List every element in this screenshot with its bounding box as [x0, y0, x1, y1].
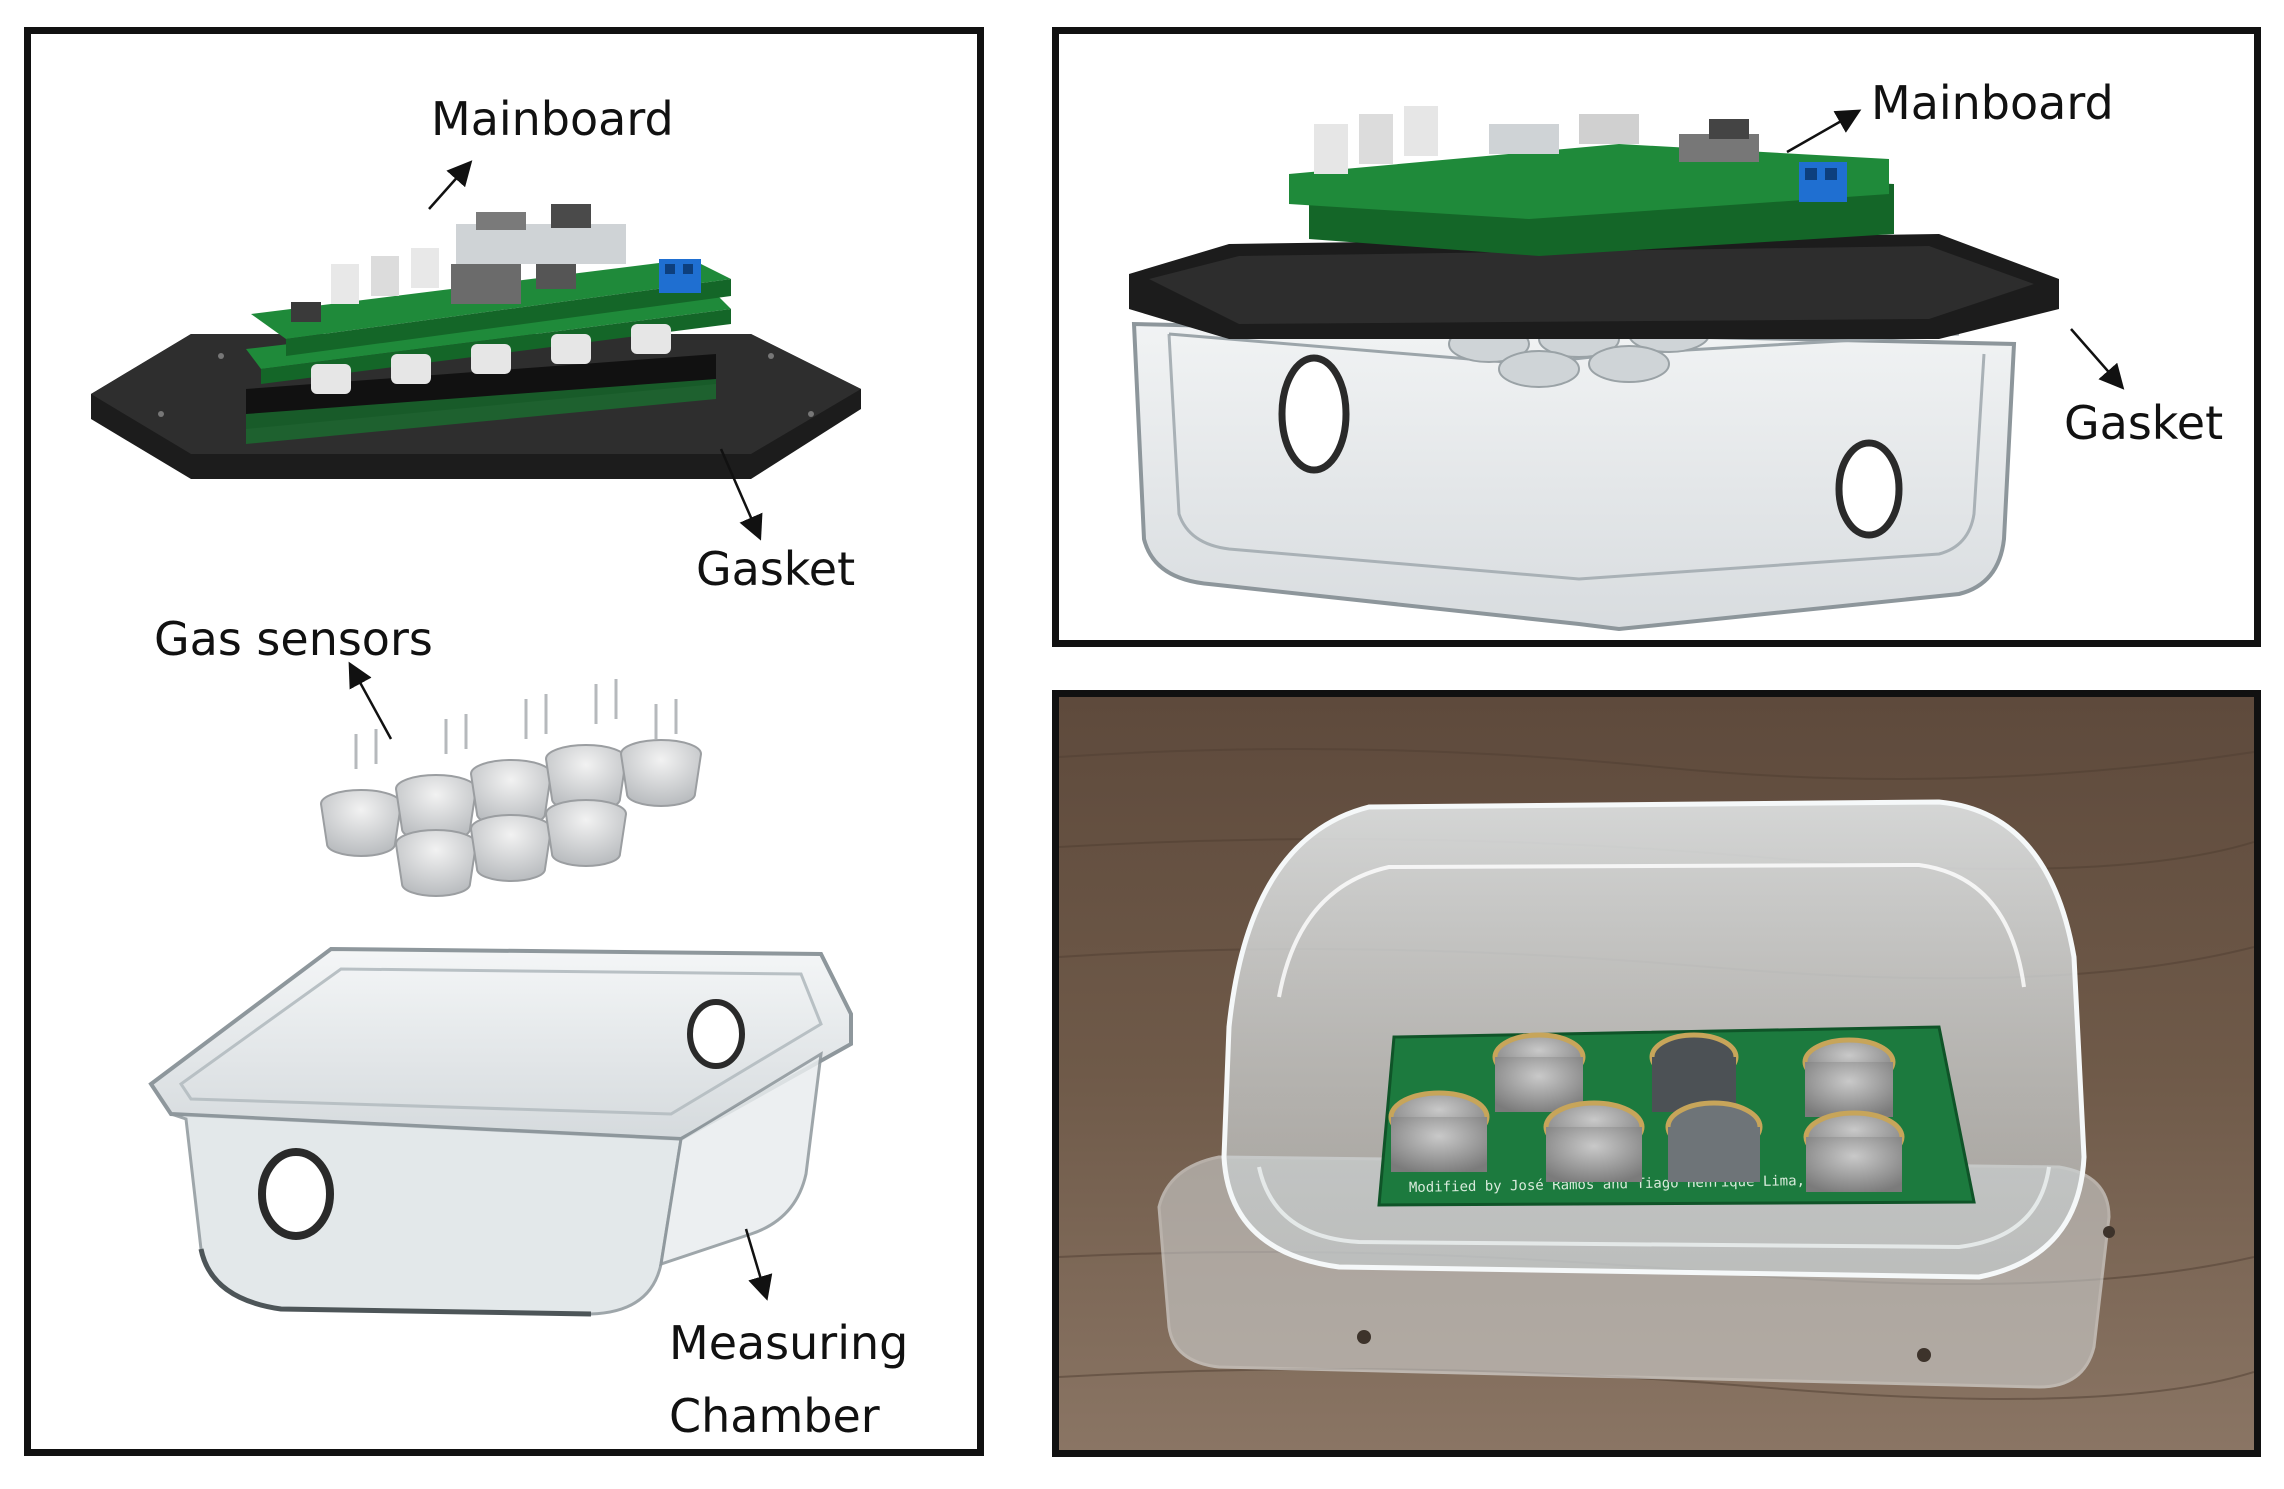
measuring-chamber — [148, 946, 853, 1317]
label-assembled-gasket: Gasket — [2064, 396, 2224, 450]
label-assembled-mainboard: Mainboard — [1871, 76, 2114, 130]
photo-gas-sensors — [1388, 1032, 1905, 1192]
chamber-arrow — [744, 1228, 773, 1301]
label-mainboard: Mainboard — [431, 92, 674, 146]
exploded-view-panel: Mainboard Gasket Gas sensors Measuring C… — [24, 27, 984, 1456]
assembled-mainboard — [1289, 106, 1894, 256]
label-gasket: Gasket — [696, 542, 856, 596]
label-measuring: Measuring — [669, 1316, 909, 1370]
plate-hole — [2103, 1226, 2115, 1238]
terminal-block — [659, 259, 701, 293]
plate-hole — [1917, 1348, 1931, 1362]
plate-hole — [1357, 1330, 1371, 1344]
mainboard-pcb — [251, 204, 731, 356]
gas-sensors-arrow — [348, 661, 393, 740]
label-gas-sensors: Gas sensors — [154, 612, 433, 666]
assembled-gasket — [1129, 234, 2059, 339]
gasket-layer — [246, 354, 716, 444]
gasket-arrow — [719, 448, 763, 541]
mainboard-arrow — [428, 160, 473, 210]
exploded-view-drawing — [91, 160, 861, 1317]
assembled-gasket-arrow — [2070, 328, 2125, 390]
assembled-terminal-block — [1799, 162, 1847, 202]
board-sensor-stubs — [311, 324, 671, 394]
gas-sensors-cluster — [319, 679, 703, 897]
assembled-view-panel: Mainboard Gasket — [1052, 27, 2261, 647]
assembled-mainboard-arrow — [1786, 109, 1862, 154]
assembled-chamber — [1131, 315, 2017, 632]
photo-drawing: Modified by José Ramos and Tiago Henriqu… — [1059, 697, 2254, 1450]
assembled-view-drawing — [1129, 106, 2125, 632]
photo-panel: Modified by José Ramos and Tiago Henriqu… — [1052, 690, 2261, 1457]
label-chamber: Chamber — [669, 1389, 880, 1443]
